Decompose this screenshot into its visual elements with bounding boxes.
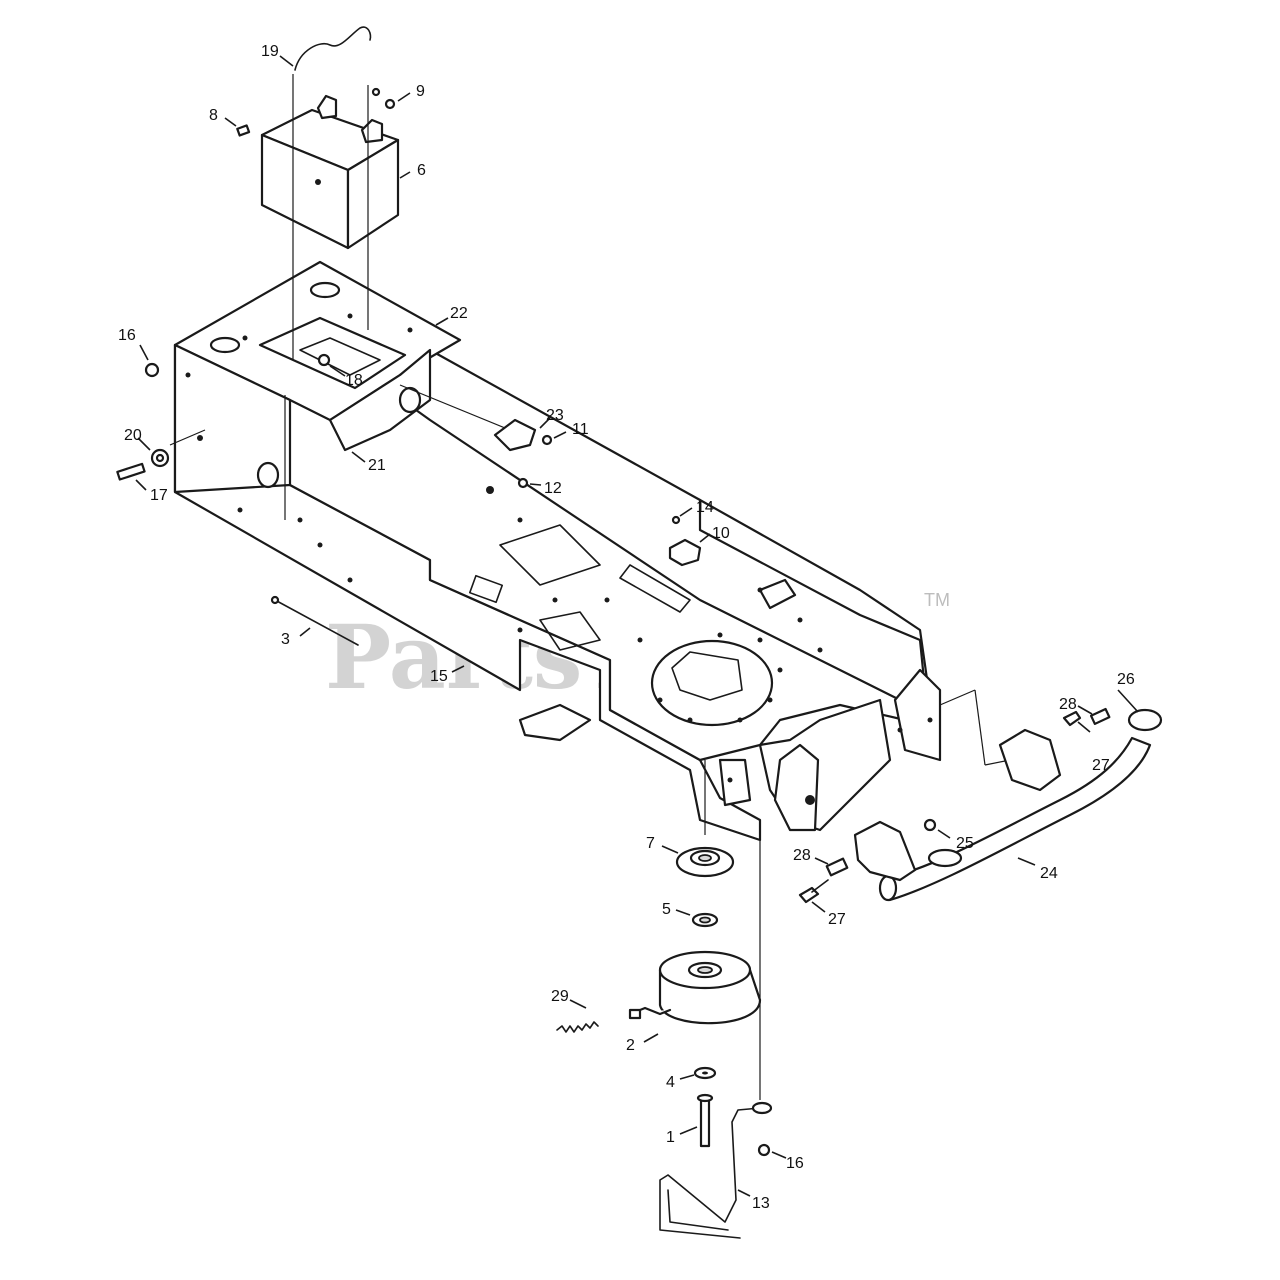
tray-grommet-2 bbox=[398, 386, 422, 414]
frame-round-opening bbox=[650, 639, 774, 727]
callout-28-upper: 28 bbox=[1059, 696, 1077, 713]
callout-29: 29 bbox=[551, 988, 569, 1005]
bolt-27-upper bbox=[1062, 710, 1082, 727]
callout-12: 12 bbox=[544, 480, 562, 497]
spring-29 bbox=[556, 1021, 599, 1033]
callout-2: 2 bbox=[626, 1037, 635, 1054]
switch-23 bbox=[493, 418, 537, 452]
switch-10 bbox=[668, 538, 702, 567]
pto-assembly bbox=[556, 846, 762, 1148]
callout-21: 21 bbox=[368, 457, 386, 474]
spindle-26 bbox=[1127, 708, 1163, 732]
pin-28-upper bbox=[1089, 707, 1111, 726]
battery-cable bbox=[294, 26, 372, 71]
front-axle bbox=[853, 708, 1163, 902]
battery-terminal-pos bbox=[360, 118, 384, 144]
callout-9: 9 bbox=[416, 83, 425, 100]
nut-12 bbox=[517, 477, 529, 489]
tray-opening bbox=[258, 316, 407, 390]
frame-holes bbox=[202, 427, 933, 805]
callout-13: 13 bbox=[752, 1195, 770, 1212]
pin-28-lower bbox=[825, 857, 849, 877]
bolt-16-lower bbox=[757, 1143, 771, 1157]
callout-16-top: 16 bbox=[118, 327, 136, 344]
axle-bracket-lower bbox=[853, 820, 917, 882]
frame-front-plate-right bbox=[893, 668, 942, 762]
nut-11 bbox=[541, 434, 553, 446]
watermark-trademark: TM bbox=[924, 590, 950, 610]
bracket-13 bbox=[659, 1107, 761, 1239]
callout-6: 6 bbox=[417, 162, 426, 179]
callout-3: 3 bbox=[281, 631, 290, 648]
bolt-1 bbox=[699, 1096, 711, 1148]
callout-23: 23 bbox=[546, 407, 564, 424]
frame-tab-right bbox=[758, 578, 797, 610]
tray-grommet bbox=[256, 461, 280, 489]
frame-tab-front bbox=[718, 758, 752, 807]
callout-5: 5 bbox=[662, 901, 671, 918]
tray-side bbox=[328, 348, 432, 452]
callout-11: 11 bbox=[572, 421, 589, 438]
callout-19: 20 bbox=[124, 427, 142, 444]
tray-knob-front bbox=[209, 336, 241, 354]
hardware bbox=[116, 87, 1111, 1157]
callout-27-upper: 27 bbox=[1092, 757, 1110, 774]
callout-10: 10 bbox=[712, 525, 730, 542]
callout-1: 1 bbox=[666, 1129, 675, 1146]
callout-labels: 19 8 9 6 22 16 18 20 17 21 23 11 12 14 1… bbox=[118, 43, 1135, 1212]
nut-14 bbox=[671, 515, 681, 525]
frame-tab-left bbox=[518, 703, 592, 742]
axle-end-left bbox=[878, 874, 898, 902]
nut-9b bbox=[371, 87, 381, 97]
callout-22: 22 bbox=[450, 305, 468, 322]
battery-terminal-neg bbox=[316, 94, 338, 120]
callout-28-lower: 28 bbox=[793, 847, 811, 864]
bolt-17 bbox=[116, 462, 146, 481]
leader-lines bbox=[135, 55, 1139, 1197]
nut-25 bbox=[923, 818, 937, 832]
rod-3 bbox=[274, 599, 359, 646]
battery bbox=[260, 94, 400, 250]
callout-24: 24 bbox=[1040, 865, 1058, 882]
tray-knob-rear bbox=[309, 281, 341, 299]
frame-front-plate-left bbox=[773, 743, 820, 832]
callout-16-lower: 16 bbox=[786, 1155, 804, 1172]
callout-20: 19 bbox=[261, 43, 279, 60]
alignment-guides bbox=[169, 74, 1011, 1100]
bolt-16-top bbox=[144, 362, 160, 378]
callout-8: 8 bbox=[209, 107, 218, 124]
callout-27-lower: 27 bbox=[828, 911, 846, 928]
callout-25: 25 bbox=[956, 835, 974, 852]
battery-side bbox=[346, 138, 400, 250]
callout-15: 15 bbox=[430, 668, 448, 685]
callout-17: 17 bbox=[150, 487, 168, 504]
bolt-8 bbox=[236, 124, 251, 137]
nut-9 bbox=[384, 98, 396, 110]
callout-18: 18 bbox=[345, 372, 363, 389]
callout-14: 14 bbox=[696, 499, 714, 516]
axle-bracket-upper bbox=[998, 728, 1062, 792]
battery-tray bbox=[173, 260, 462, 494]
callout-26: 26 bbox=[1117, 671, 1135, 688]
bolt-18 bbox=[317, 353, 331, 367]
callout-4: 4 bbox=[666, 1074, 675, 1091]
callout-7: 7 bbox=[646, 835, 655, 852]
